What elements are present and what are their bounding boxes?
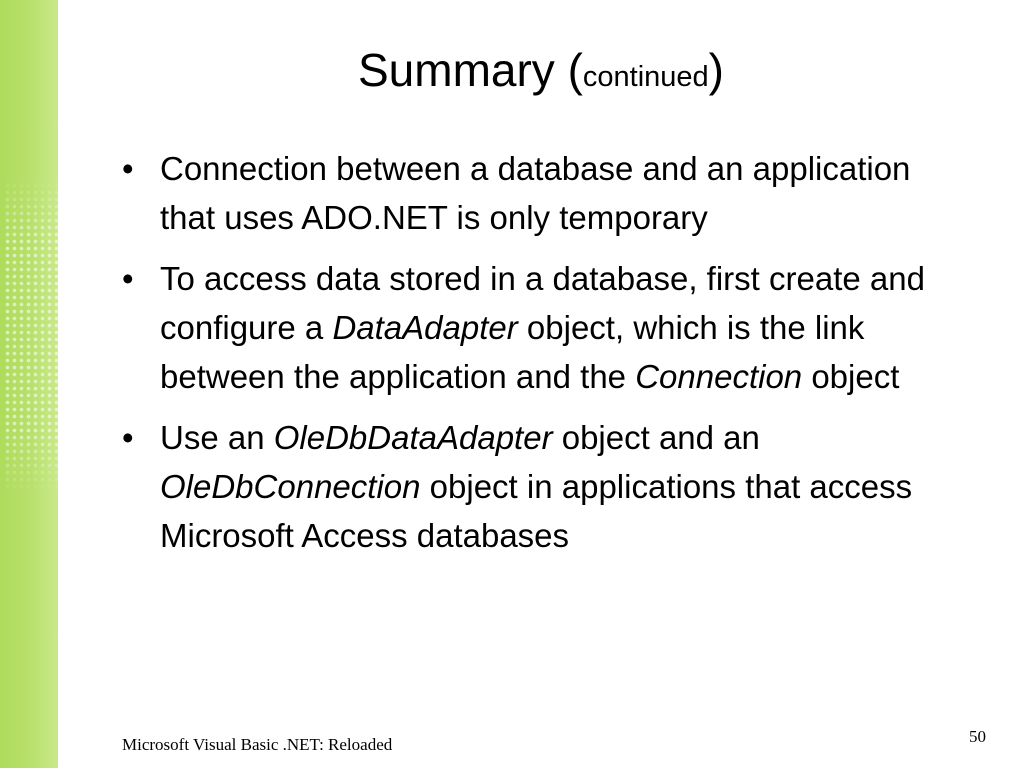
term-data-adapter: DataAdapter bbox=[332, 309, 518, 346]
slide-footer: Microsoft Visual Basic .NET: Reloaded bbox=[122, 735, 393, 754]
term-oledb-data-adapter: OleDbDataAdapter bbox=[273, 419, 553, 456]
bullet-text-part: object, which is the link between the ap… bbox=[160, 309, 865, 395]
bullet-text-part: Use an bbox=[160, 419, 274, 456]
bullet-item-oledb: • Use an OleDbDataAdapter object and an … bbox=[118, 413, 968, 560]
slide-title: Summary (continued) bbox=[58, 40, 1024, 107]
bullet-text-part: object in applications that access Micro… bbox=[160, 468, 913, 554]
bullet-marker: • bbox=[122, 419, 134, 456]
bullet-marker: • bbox=[122, 260, 134, 297]
title-main: Summary ( bbox=[357, 44, 583, 96]
term-connection: Connection bbox=[635, 358, 803, 395]
bullet-text-part: object and an bbox=[552, 419, 760, 456]
bullet-list: • Connection between a database and an a… bbox=[118, 144, 968, 572]
page-number: 50 bbox=[969, 727, 986, 746]
bullet-text-part: To access data stored in a database, fir… bbox=[160, 260, 925, 346]
sidebar-dot-pattern bbox=[4, 175, 58, 495]
title-continued: continued bbox=[582, 61, 709, 93]
bullet-text: Connection between a database and an app… bbox=[160, 150, 911, 236]
bullet-marker: • bbox=[122, 150, 134, 187]
bullet-item-data-adapter: • To access data stored in a database, f… bbox=[118, 254, 968, 401]
bullet-text-part: object bbox=[802, 358, 900, 395]
bullet-item-connection: • Connection between a database and an a… bbox=[118, 144, 968, 242]
sidebar-decoration bbox=[0, 0, 58, 768]
title-close: ) bbox=[708, 44, 724, 96]
term-oledb-connection: OleDbConnection bbox=[160, 468, 421, 505]
